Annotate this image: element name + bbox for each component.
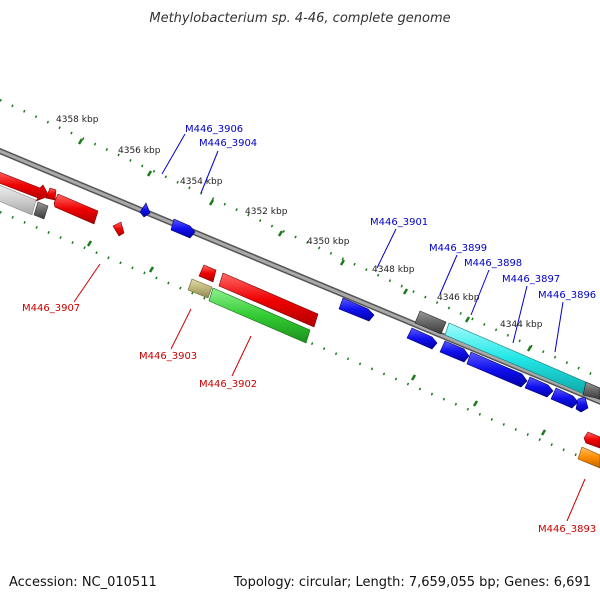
gene-label-m446-3896[interactable]: M446_3896: [538, 290, 596, 301]
gene-feature[interactable]: [208, 287, 311, 344]
gene-feature[interactable]: [187, 278, 213, 299]
gene-feature[interactable]: [466, 351, 528, 388]
gene-features: [0, 170, 600, 469]
gene-feature[interactable]: [550, 387, 579, 409]
gene-feature[interactable]: [577, 446, 600, 469]
gene-feature[interactable]: [338, 297, 375, 322]
gene-feature[interactable]: [439, 340, 470, 363]
gene-label-m446-3904[interactable]: M446_3904: [199, 138, 257, 149]
gene-label-m446-3903[interactable]: M446_3903: [139, 351, 197, 362]
label-leader-lines: [73, 133, 586, 522]
gene-feature[interactable]: [33, 201, 49, 220]
gene-label-m446-3906[interactable]: M446_3906: [185, 124, 243, 135]
gene-label-m446-3893[interactable]: M446_3893: [538, 524, 596, 535]
gene-feature[interactable]: [0, 170, 50, 202]
gene-feature[interactable]: [139, 202, 151, 218]
gene-feature[interactable]: [170, 218, 196, 239]
scale-label: 4348 kbp: [372, 265, 415, 275]
gene-label-m446-3902[interactable]: M446_3902: [199, 379, 257, 390]
gene-feature[interactable]: [53, 193, 99, 225]
gene-feature[interactable]: [524, 376, 554, 398]
topology-text: Topology: circular; Length: 7,659,055 bp…: [233, 575, 591, 590]
gene-label-m446-3907[interactable]: M446_3907: [22, 303, 80, 314]
gene-label-m446-3897[interactable]: M446_3897: [502, 274, 560, 285]
scale-label: 4356 kbp: [118, 146, 161, 156]
gene-label-m446-3898[interactable]: M446_3898: [464, 258, 522, 269]
gene-labels: M446_3906 M446_3904 M446_3901 M446_3899 …: [22, 124, 596, 535]
scale-label: 4354 kbp: [180, 177, 223, 187]
gene-label-m446-3901[interactable]: M446_3901: [370, 217, 428, 228]
scale-labels: 4358 kbp 4356 kbp 4354 kbp 4352 kbp 4350…: [56, 115, 543, 330]
gene-feature[interactable]: [112, 221, 125, 237]
genome-backbone: [0, 147, 600, 405]
gene-feature[interactable]: [45, 187, 57, 201]
accession-text: Accession: NC_010511: [9, 575, 157, 590]
gene-feature[interactable]: [218, 272, 319, 328]
scale-label: 4350 kbp: [307, 237, 350, 247]
major-ticks: [77, 138, 547, 436]
scale-label: 4358 kbp: [56, 115, 99, 125]
gene-feature[interactable]: [582, 381, 600, 400]
scale-label: 4352 kbp: [245, 207, 288, 217]
gene-feature[interactable]: [414, 310, 447, 335]
scale-label: 4346 kbp: [437, 293, 480, 303]
gene-feature[interactable]: [406, 327, 438, 350]
gene-feature[interactable]: [583, 431, 600, 449]
scale-label: 4344 kbp: [500, 320, 543, 330]
map-title: Methylobacterium sp. 4-46, complete geno…: [149, 11, 450, 26]
gene-feature[interactable]: [0, 183, 37, 216]
gene-label-m446-3899[interactable]: M446_3899: [429, 243, 487, 254]
gene-feature[interactable]: [575, 396, 589, 413]
gene-feature[interactable]: [198, 264, 217, 283]
